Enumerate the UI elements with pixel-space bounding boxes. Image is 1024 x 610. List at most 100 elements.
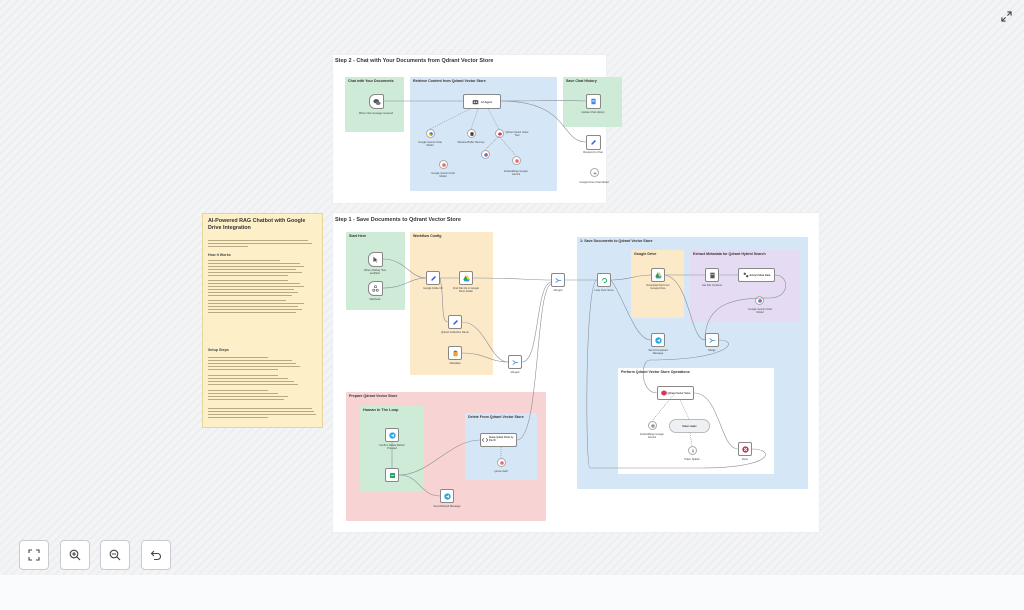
- zoom-in-icon: [69, 549, 81, 561]
- webhook-icon: [372, 285, 379, 292]
- zoom-out-icon: [109, 549, 121, 561]
- expand-icon: [1000, 10, 1012, 22]
- fit-view-icon: [28, 549, 40, 561]
- label-find-files: Find File Ids in Google Drive Folder: [453, 287, 479, 293]
- note-text-line: [208, 381, 294, 383]
- note-text-line: [208, 399, 284, 401]
- label-google-folder: Google Folder ID: [423, 287, 443, 290]
- group-chat: Chat with Your Documents: [345, 77, 404, 132]
- zoom-out-button[interactable]: [100, 540, 130, 570]
- note-text-line: [208, 375, 278, 377]
- node-loader[interactable]: Data Loader: [669, 419, 710, 433]
- note-text-line: [208, 246, 248, 248]
- node-manual-trigger[interactable]: [368, 252, 383, 267]
- node-done[interactable]: [738, 442, 752, 456]
- label-merge-config: Merge2: [510, 371, 520, 374]
- group-history-title: Save Chat History: [566, 79, 597, 83]
- fit-view-button[interactable]: [19, 540, 49, 570]
- node-chat-trigger[interactable]: [369, 94, 384, 109]
- group-start-title: Start Here: [349, 234, 367, 238]
- note-text-line: [208, 272, 302, 274]
- group-hitl-title: Human In The Loop: [363, 408, 399, 412]
- note-text-line: [208, 269, 296, 271]
- gemini-icon-2: [483, 152, 488, 157]
- note-text-line: [208, 280, 288, 282]
- node-respond[interactable]: [586, 135, 601, 150]
- node-delete-points[interactable]: Delete Qdrant Points by File ID: [480, 433, 517, 447]
- label-manual: When clicking 'Test workflow': [364, 269, 386, 275]
- note-text-line: [208, 312, 296, 314]
- label-merge-meta: Merge: [708, 349, 716, 352]
- node-update-history[interactable]: [586, 94, 601, 109]
- node-if-approved[interactable]: [497, 458, 506, 467]
- node-gemini-lower[interactable]: [439, 160, 448, 169]
- step2-title: Step 2 - Chat with Your Documents from Q…: [335, 58, 494, 64]
- node-ai-agent[interactable]: AI Agent: [463, 94, 501, 109]
- undo-button[interactable]: [141, 540, 171, 570]
- note-text-line: [208, 396, 288, 398]
- node-drive-model[interactable]: [590, 168, 599, 177]
- node-qdrant-store[interactable]: Qdrant Vector Store: [657, 386, 694, 400]
- label-drive-model: Google Drive Chat Model: [579, 181, 609, 184]
- telegram-icon-2: [388, 431, 396, 439]
- note-text-line: [208, 303, 304, 305]
- file-icon: [709, 272, 715, 278]
- embeddings-icon-2: [650, 423, 655, 428]
- note-text-line: [208, 306, 298, 308]
- robot-icon: [472, 100, 479, 105]
- label-memory: Window Buffer Memory: [457, 141, 485, 144]
- label-confirm: Confirm Delete Before Proceed: [379, 444, 405, 450]
- node-splitter[interactable]: [688, 446, 697, 455]
- note-text-line: [208, 384, 298, 386]
- node-send-msg[interactable]: [651, 333, 665, 347]
- label-vector-tool: Qdrant Vector Store Tool: [505, 131, 529, 137]
- fullscreen-button[interactable]: [998, 8, 1014, 24]
- node-vector-tool[interactable]: [495, 129, 504, 138]
- label-embeddings: Embeddings Google Gemini: [504, 170, 528, 176]
- drive-icon: [462, 275, 470, 281]
- note-text-line: [208, 295, 292, 297]
- node-memory[interactable]: [467, 129, 476, 138]
- node-telegram[interactable]: [385, 468, 399, 482]
- label-update-history: Update Chat History: [581, 111, 605, 114]
- note-text-line: [208, 378, 288, 380]
- zoom-in-button[interactable]: [60, 540, 90, 570]
- node-find-files[interactable]: [459, 271, 473, 285]
- node-download[interactable]: [651, 268, 665, 282]
- node-gemini-chat[interactable]: [426, 129, 435, 138]
- qdrant-store-label: Qdrant Vector Store: [667, 391, 691, 395]
- node-gemini-meta[interactable]: [755, 296, 764, 305]
- stop-icon: [741, 445, 749, 453]
- label-if-approved: ignore.itself: [494, 470, 508, 473]
- group-prepare-title: Prepare Qdrant Vector Store: [349, 394, 398, 398]
- note-text-line: [208, 366, 300, 368]
- node-extract[interactable]: Extract Meta Data: [738, 268, 775, 282]
- note-how-heading: How it Works: [208, 253, 231, 257]
- note-text-line: [208, 357, 268, 359]
- group-gdrive-title: Google Drive: [634, 252, 657, 256]
- node-merge-config[interactable]: [508, 355, 522, 369]
- node-send-notice[interactable]: [440, 489, 454, 503]
- label-done: Done: [741, 458, 749, 461]
- node-embeddings-ops[interactable]: [648, 421, 657, 430]
- drive-icon-2: [654, 272, 662, 278]
- node-gemini-chat2[interactable]: [481, 150, 490, 159]
- code-icon: [482, 437, 488, 443]
- cloud-icon: [592, 171, 597, 174]
- node-get-content[interactable]: [705, 268, 719, 282]
- node-merge-meta[interactable]: [705, 333, 719, 347]
- note-text-line: [208, 417, 268, 419]
- node-confirm[interactable]: [385, 428, 399, 442]
- note-text-line: [208, 408, 312, 410]
- node-google-folder[interactable]: [426, 271, 440, 285]
- node-loop[interactable]: [597, 273, 611, 287]
- docs-icon: [591, 98, 596, 105]
- node-metadata[interactable]: [448, 346, 462, 360]
- node-webhook[interactable]: [368, 281, 383, 296]
- step1-title: Step 1 - Save Documents to Qdrant Vector…: [335, 217, 461, 223]
- node-merge-main[interactable]: [551, 273, 565, 287]
- node-collection[interactable]: [448, 315, 462, 329]
- node-embeddings[interactable]: [512, 156, 521, 165]
- loader-label: Data Loader: [682, 424, 697, 428]
- loop-icon: [601, 277, 607, 284]
